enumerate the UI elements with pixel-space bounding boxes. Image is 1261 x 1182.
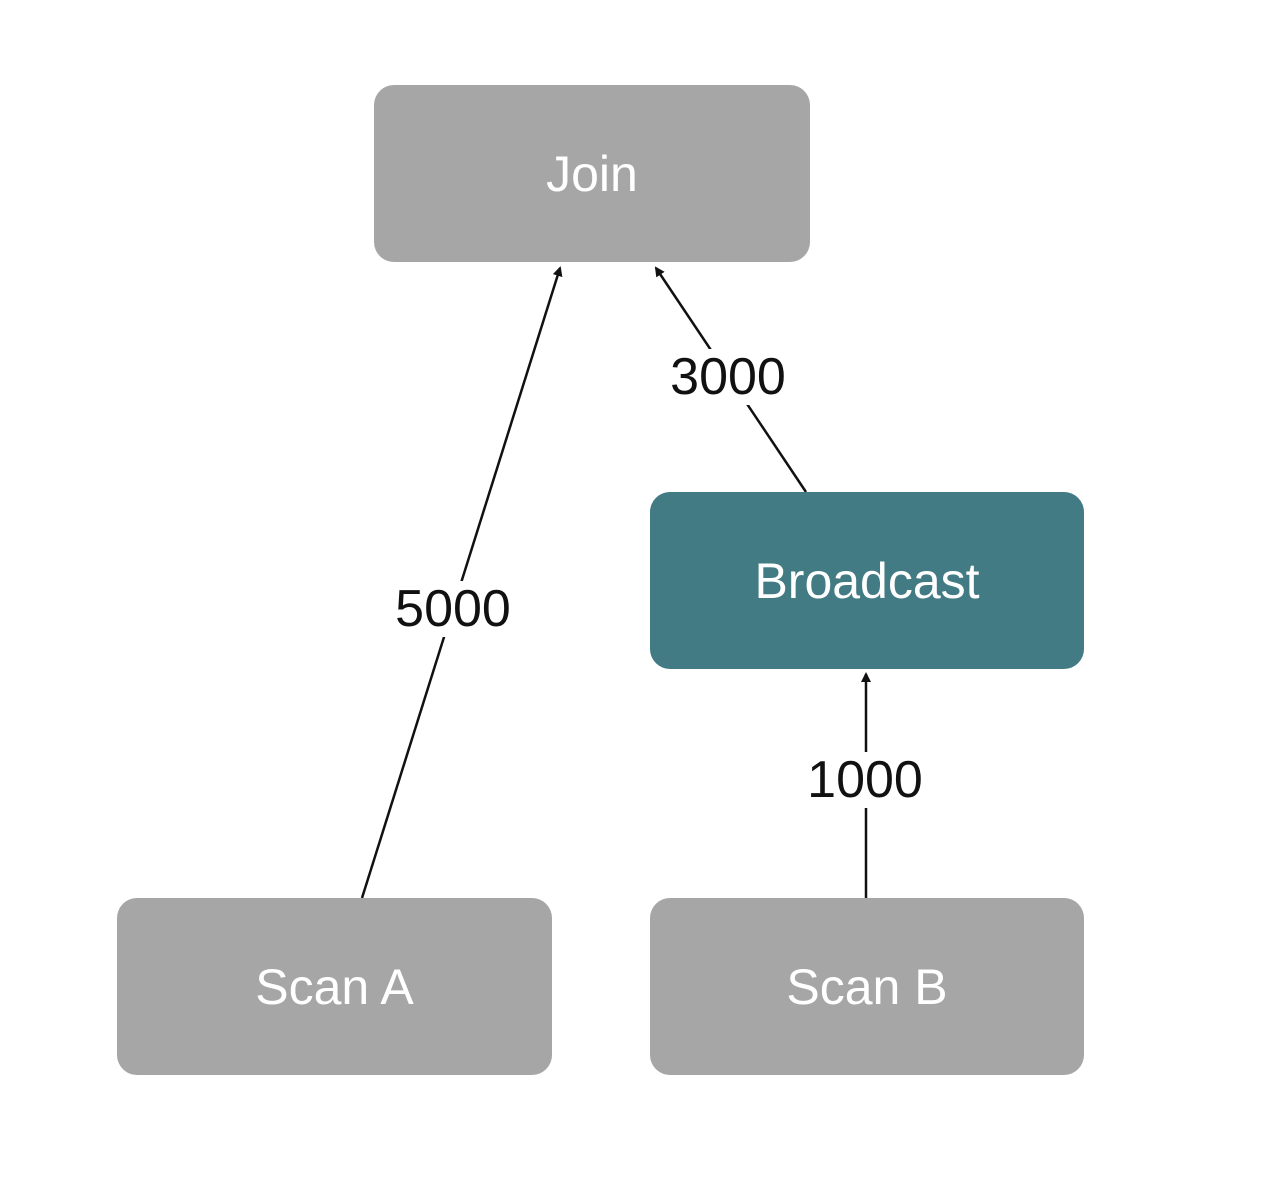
edge-label-broadcast-to-join: 3000: [666, 349, 790, 405]
join-node: Join: [374, 85, 810, 262]
edge-label-scan-b-to-broadcast: 1000: [803, 752, 927, 808]
broadcast-node: Broadcast: [650, 492, 1084, 669]
scan-b-node: Scan B: [650, 898, 1084, 1075]
scan-a-node: Scan A: [117, 898, 552, 1075]
scan-a-node-label: Scan A: [255, 958, 414, 1015]
join-node-label: Join: [546, 145, 638, 202]
broadcast-node-label: Broadcast: [754, 552, 980, 609]
scan-b-node-label: Scan B: [786, 958, 948, 1015]
edge-label-scan-a-to-join: 5000: [391, 581, 515, 637]
